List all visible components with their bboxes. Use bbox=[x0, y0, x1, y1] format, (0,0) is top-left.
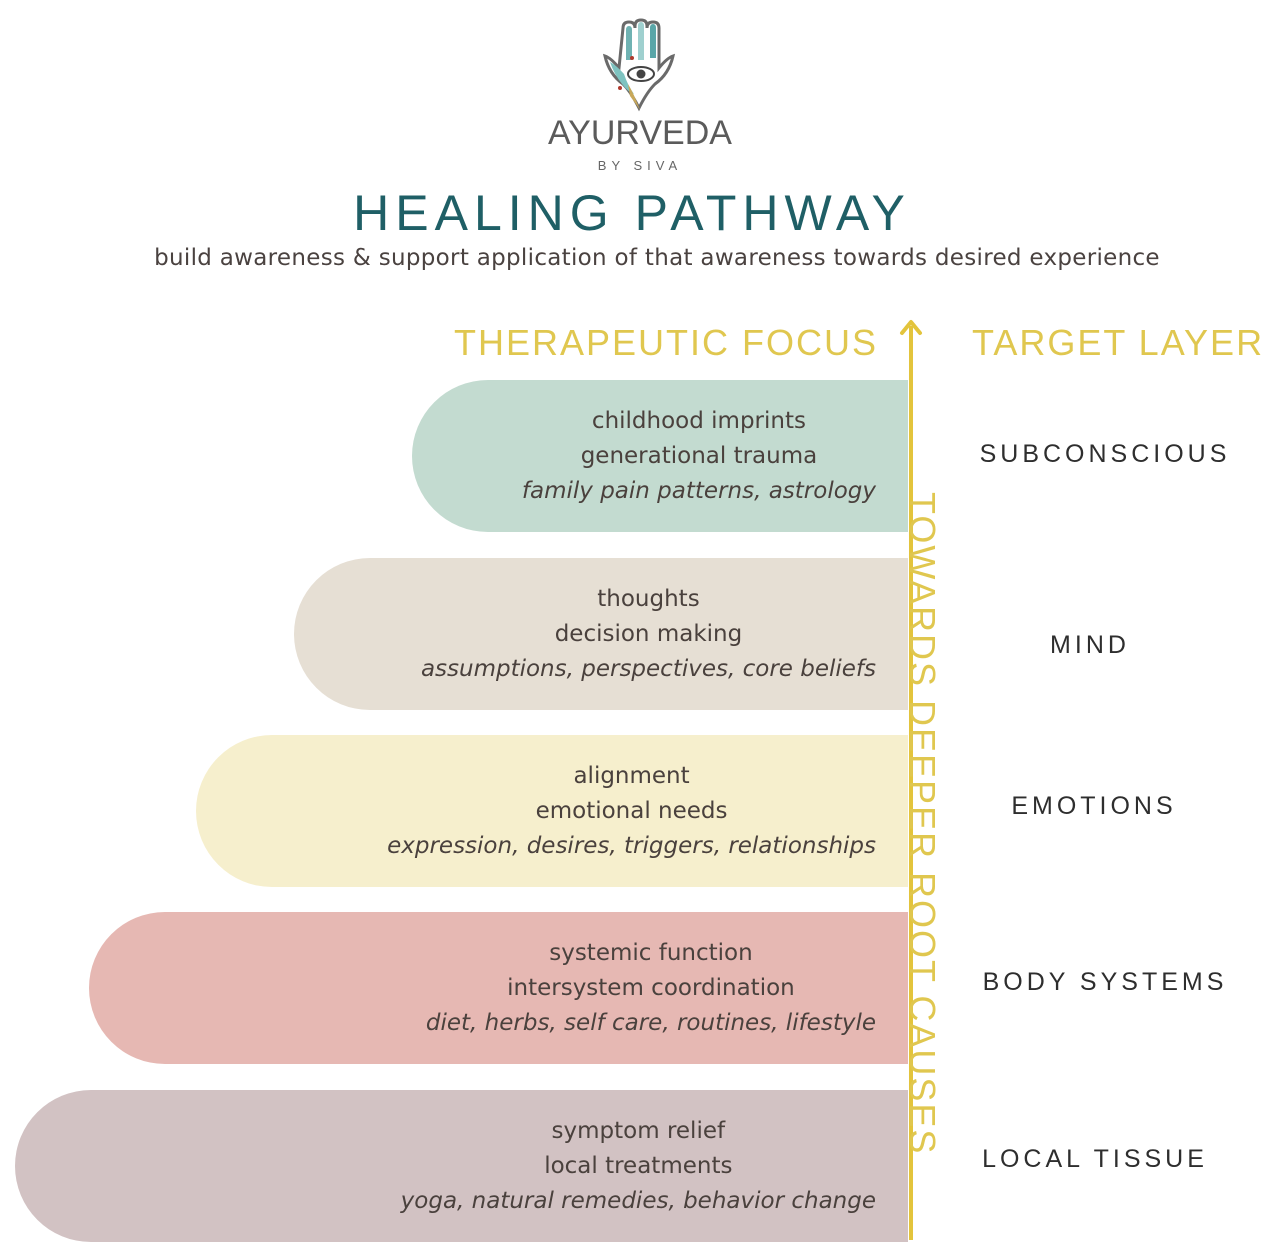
focus-detail: yoga, natural remedies, behavior change bbox=[400, 1187, 876, 1214]
focus-detail: family pain patterns, astrology bbox=[521, 477, 876, 504]
focus-line: intersystem coordination bbox=[507, 974, 795, 1001]
target-layer-mind: MIND bbox=[1050, 631, 1130, 659]
focus-detail: expression, desires, triggers, relations… bbox=[387, 832, 876, 859]
band-text: thoughts decision making assumptions, pe… bbox=[421, 582, 908, 687]
page-title: HEALING PATHWAY bbox=[353, 185, 911, 241]
target-layer-local-tissue: LOCAL TISSUE bbox=[982, 1145, 1208, 1173]
level-band-body-systems: systemic function intersystem coordinati… bbox=[89, 912, 908, 1064]
focus-line: local treatments bbox=[544, 1152, 733, 1179]
focus-line: emotional needs bbox=[535, 797, 728, 824]
focus-detail: diet, herbs, self care, routines, lifest… bbox=[425, 1009, 876, 1036]
target-layer-subconscious: SUBCONSCIOUS bbox=[979, 440, 1231, 468]
focus-line: systemic function bbox=[549, 939, 753, 966]
page-subtitle: build awareness & support application of… bbox=[154, 245, 1160, 271]
focus-line: symptom relief bbox=[551, 1117, 726, 1144]
axis-label-text: TOWARDS DEEPER ROOT CAUSES bbox=[902, 492, 943, 1156]
focus-line: decision making bbox=[554, 620, 743, 647]
logo-tagline: BY SIVA bbox=[597, 158, 683, 173]
focus-line: childhood imprints bbox=[591, 407, 806, 434]
band-text: systemic function intersystem coordinati… bbox=[426, 936, 908, 1041]
level-band-local-tissue: symptom relief local treatments yoga, na… bbox=[15, 1090, 908, 1242]
target-layer-body-systems: BODY SYSTEMS bbox=[982, 968, 1228, 996]
band-text: childhood imprints generational trauma f… bbox=[522, 404, 908, 509]
column-header-target-layer: TARGET LAYER bbox=[972, 322, 1265, 363]
band-text: symptom relief local treatments yoga, na… bbox=[401, 1114, 908, 1219]
level-band-subconscious: childhood imprints generational trauma f… bbox=[412, 380, 908, 532]
focus-line: alignment bbox=[573, 762, 690, 789]
arrow-up-icon bbox=[900, 320, 922, 335]
logo: AYURVEDA BY SIVA bbox=[540, 18, 740, 173]
band-text: alignment emotional needs expression, de… bbox=[387, 759, 908, 864]
focus-line: generational trauma bbox=[580, 442, 818, 469]
focus-line: thoughts bbox=[597, 585, 700, 612]
logo-wordmark: AYURVEDA bbox=[548, 114, 732, 152]
level-band-mind: thoughts decision making assumptions, pe… bbox=[294, 558, 908, 710]
level-band-emotions: alignment emotional needs expression, de… bbox=[196, 735, 908, 887]
hamsa-hand-icon bbox=[602, 18, 676, 112]
target-layer-emotions: EMOTIONS bbox=[1011, 792, 1177, 820]
axis-line bbox=[909, 326, 913, 1240]
focus-detail: assumptions, perspectives, core beliefs bbox=[420, 655, 876, 682]
column-header-therapeutic-focus: THERAPEUTIC FOCUS bbox=[453, 322, 878, 363]
